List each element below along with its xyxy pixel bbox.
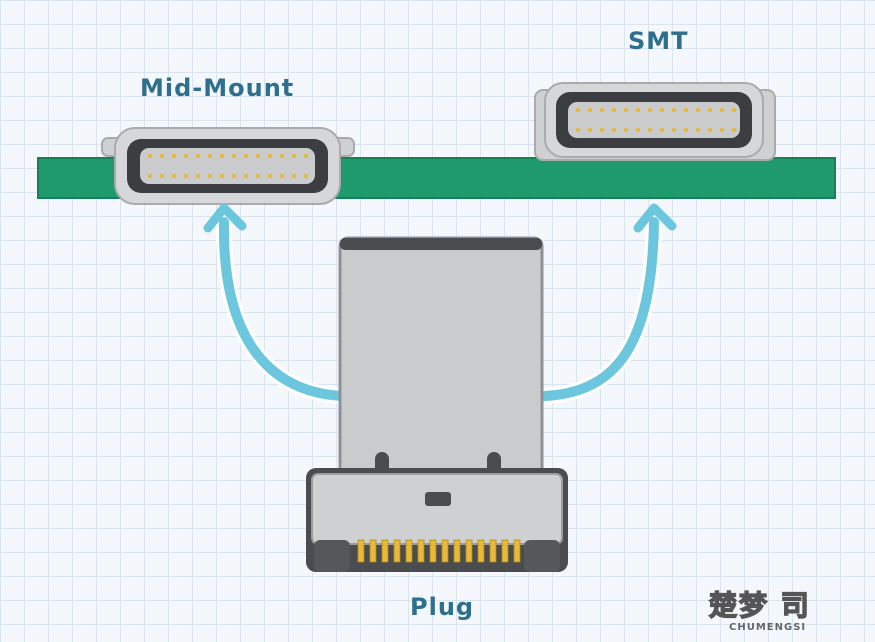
contact-pin xyxy=(695,107,701,113)
contact-pin xyxy=(243,153,249,159)
plug-pin xyxy=(369,539,377,563)
contact-pin xyxy=(183,153,189,159)
contact-pin xyxy=(683,127,689,133)
arrow-up-curved-left xyxy=(203,203,350,404)
contact-pin xyxy=(171,153,177,159)
contact-pin xyxy=(659,107,665,113)
smt-receptacle xyxy=(534,82,776,161)
mid-mount-label: Mid-Mount xyxy=(140,74,295,102)
smt-label: SMT xyxy=(628,27,689,55)
contact-pin xyxy=(207,153,213,159)
contact-pin xyxy=(159,173,165,179)
contact-pin xyxy=(195,173,201,179)
plug-pin xyxy=(357,539,365,563)
contact-pin xyxy=(303,153,309,159)
contact-pin xyxy=(159,153,165,159)
contact-pin xyxy=(599,107,605,113)
contact-pin xyxy=(707,127,713,133)
contact-pin xyxy=(195,153,201,159)
watermark-english: CHUMENGSI xyxy=(729,622,807,633)
contact-pin xyxy=(279,173,285,179)
contact-pin xyxy=(267,173,273,179)
contact-pin xyxy=(575,107,581,113)
plug-pin xyxy=(489,539,497,563)
contact-pin xyxy=(219,173,225,179)
contact-pin xyxy=(719,127,725,133)
contact-pin xyxy=(255,173,261,179)
contact-pin xyxy=(147,173,153,179)
contact-pin xyxy=(731,107,737,113)
plug-pin xyxy=(393,539,401,563)
plug-label: Plug xyxy=(410,593,475,621)
contact-pin xyxy=(255,153,261,159)
contact-pin xyxy=(671,127,677,133)
contact-pin xyxy=(731,127,737,133)
plug-pin xyxy=(453,539,461,563)
mid-mount-contacts xyxy=(147,153,309,179)
contact-pin xyxy=(219,153,225,159)
contact-pin xyxy=(587,107,593,113)
usb-c-plug xyxy=(306,236,568,572)
plug-pin xyxy=(417,539,425,563)
plug-pin xyxy=(465,539,473,563)
contact-pin xyxy=(611,107,617,113)
mid-mount-receptacle xyxy=(101,127,355,205)
contact-pin xyxy=(623,127,629,133)
plug-pin xyxy=(501,539,509,563)
contact-pin xyxy=(147,153,153,159)
contact-pin xyxy=(683,107,689,113)
contact-pin xyxy=(611,127,617,133)
contact-pin xyxy=(623,107,629,113)
watermark-chinese: 楚梦 司 xyxy=(708,588,811,622)
plug-contacts xyxy=(357,539,521,563)
smt-contacts xyxy=(575,107,737,133)
contact-pin xyxy=(267,153,273,159)
contact-pin xyxy=(647,107,653,113)
contact-pin xyxy=(707,107,713,113)
contact-pin xyxy=(695,127,701,133)
plug-pin xyxy=(513,539,521,563)
plug-pin xyxy=(441,539,449,563)
contact-pin xyxy=(243,173,249,179)
contact-pin xyxy=(599,127,605,133)
contact-pin xyxy=(279,153,285,159)
contact-pin xyxy=(635,127,641,133)
contact-pin xyxy=(183,173,189,179)
plug-pin xyxy=(477,539,485,563)
contact-pin xyxy=(291,153,297,159)
plug-pin xyxy=(405,539,413,563)
contact-pin xyxy=(231,173,237,179)
contact-pin xyxy=(207,173,213,179)
contact-pin xyxy=(575,127,581,133)
contact-pin xyxy=(171,173,177,179)
contact-pin xyxy=(719,107,725,113)
arrow-up-curved-right xyxy=(537,203,677,404)
contact-pin xyxy=(647,127,653,133)
plug-pin xyxy=(429,539,437,563)
contact-pin xyxy=(291,173,297,179)
plug-pin xyxy=(381,539,389,563)
contact-pin xyxy=(671,107,677,113)
contact-pin xyxy=(303,173,309,179)
contact-pin xyxy=(231,153,237,159)
contact-pin xyxy=(587,127,593,133)
watermark-logo: 楚梦 司 CHUMENGSI xyxy=(703,580,863,636)
contact-pin xyxy=(659,127,665,133)
contact-pin xyxy=(635,107,641,113)
